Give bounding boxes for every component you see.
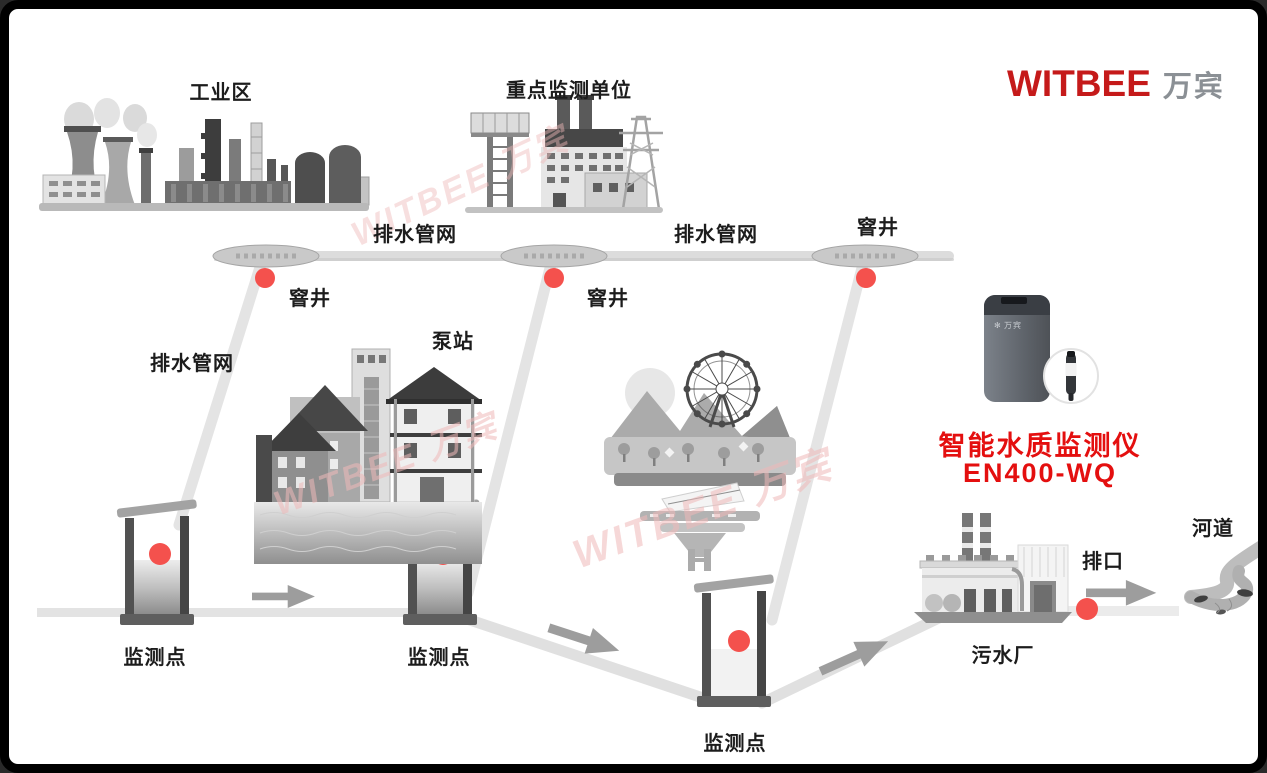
label-key-monitoring-unit: 重点监测单位 (506, 80, 632, 102)
monitor-sensor-dot-2 (432, 543, 454, 565)
device-title: 智能水质监测仪 (938, 431, 1142, 461)
label-monitor-point-1: 监测点 (123, 647, 187, 669)
bottom-channel-pipe (37, 608, 413, 617)
label-industrial-zone: 工业区 (189, 82, 253, 104)
flow-arrow (1086, 580, 1157, 606)
label-pump-station: 泵站 (432, 331, 474, 353)
label-monitor-point-2: 监测点 (407, 647, 471, 669)
flow-arrow (252, 585, 315, 608)
manhole-sensor-dot-1 (255, 268, 275, 288)
monitor-sensor-dot-1 (149, 543, 171, 565)
label-manhole-2: 窨井 (587, 288, 629, 310)
manhole-sensor-dot-2 (544, 268, 564, 288)
label-outlet: 排口 (1082, 551, 1124, 573)
label-manhole-1: 窨井 (289, 288, 331, 310)
monitor-well-3 (693, 574, 774, 707)
label-sewage-plant: 污水厂 (971, 645, 1035, 667)
outlet-sensor-dot (1076, 598, 1098, 620)
flow-arrow (818, 641, 889, 676)
label-drain-network-3: 排水管网 (150, 353, 234, 375)
brand-logo-en: WITBEE (1007, 63, 1151, 104)
flow-arrows (252, 580, 1157, 676)
outlet-pipe (1047, 606, 1179, 616)
pipe-network-diagram (37, 244, 1179, 709)
flow-arrow (547, 623, 620, 654)
device-model: EN400-WQ (962, 458, 1118, 488)
manhole-sensor-dot-3 (856, 268, 876, 288)
label-drain-network-2: 排水管网 (674, 224, 758, 246)
drain-pipes (173, 258, 951, 709)
label-monitor-point-3: 监测点 (703, 733, 767, 755)
label-drain-network-1: 排水管网 (373, 224, 457, 246)
brand-logo-cn: 万宾 (1162, 71, 1225, 103)
monitor-sensor-dot-3 (728, 630, 750, 652)
label-manhole-3: 窨井 (857, 217, 899, 239)
manhole-covers (212, 244, 919, 268)
label-river: 河道 (1192, 518, 1234, 540)
brand-logo: WITBEE 万宾 (1007, 63, 1225, 105)
monitor-well-1 (116, 499, 197, 625)
